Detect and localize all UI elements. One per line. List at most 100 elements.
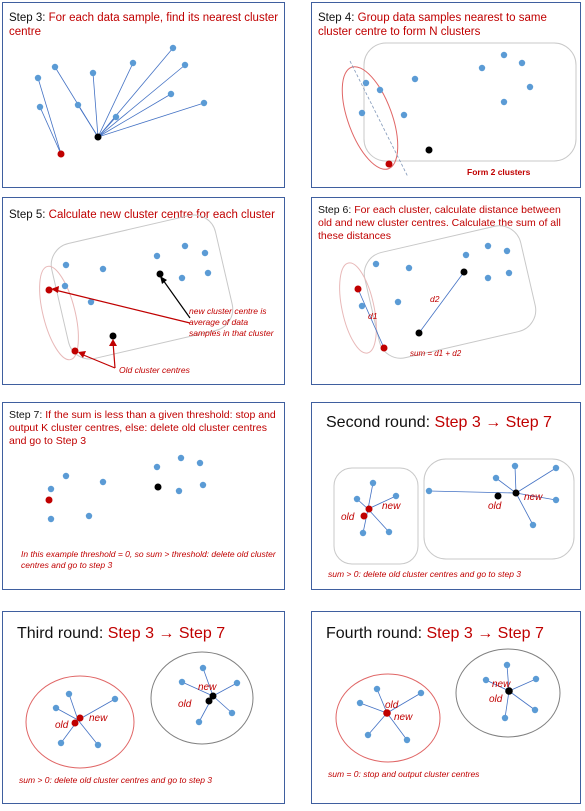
panel-title: Third round: Step 3 → Step 7 (17, 624, 277, 644)
cluster-centre-red (57, 150, 65, 158)
data-samples (47, 454, 207, 523)
cluster-boundary-grey (50, 214, 234, 360)
cluster-centre-black (505, 687, 513, 695)
sum-label: sum = d1 + d2 (410, 349, 462, 358)
new-centre-red (76, 714, 84, 722)
round-label: Fourth round: (326, 625, 427, 642)
threshold-note: In this example threshold = 0, so sum > … (21, 549, 276, 571)
step-label: Step 3: (9, 12, 49, 24)
old-label: old (489, 694, 503, 705)
step-label: Step 4: (318, 12, 358, 24)
cluster-boundary-right (423, 458, 575, 560)
assignment-lines (356, 465, 557, 534)
data-samples (358, 51, 534, 119)
diagram-second-round: old new old new (333, 458, 575, 565)
diagram-nearest-centre (34, 44, 208, 158)
step-description: If the sum is less than a given threshol… (9, 409, 276, 448)
data-samples (61, 242, 212, 306)
round-note: sum = 0: stop and output cluster centres (328, 769, 480, 779)
diagram-new-centres (39, 214, 234, 369)
new-centre-red (45, 286, 53, 294)
old-centre-red (71, 719, 79, 727)
step-label: Step 7: (9, 409, 46, 421)
round-steps: Step 3 → Step 7 (426, 625, 544, 642)
old-label: old (55, 720, 69, 731)
cluster-centre-red (45, 496, 53, 504)
panel-title: Step 5: Calculate new cluster centre for… (9, 208, 281, 222)
annotation-old-centres: Old cluster centres (119, 365, 190, 375)
cluster-centre-black (425, 146, 433, 154)
panel-title: Step 4: Group data samples nearest to sa… (318, 11, 576, 40)
panel-step-7: Step 7: If the sum is less than a given … (2, 402, 285, 590)
cluster-boundary-red (335, 673, 441, 763)
old-label: old (488, 501, 502, 512)
panel-title: Second round: Step 3 → Step 7 (326, 413, 576, 433)
new-centre-black (460, 268, 468, 276)
new-centre-red (354, 285, 362, 293)
cluster-centre-red (383, 709, 391, 717)
panel-fourth-round: Fourth round: Step 3 → Step 7 old new ne… (311, 611, 581, 804)
panel-step-4: Step 4: Group data samples nearest to sa… (311, 2, 581, 188)
old-centre-black (109, 332, 117, 340)
annotation-new-centre: new cluster centre is average of data sa… (189, 306, 274, 339)
new-label: new (492, 679, 511, 690)
round-steps: Step 3 → Step 7 (434, 414, 552, 431)
new-centre-red (365, 505, 373, 513)
cluster-boundary-red (341, 66, 399, 170)
round-note: sum > 0: delete old cluster centres and … (328, 569, 522, 579)
step-description: Group data samples nearest to same clust… (318, 12, 547, 39)
old-centre-black (205, 697, 213, 705)
data-samples (358, 242, 513, 310)
round-label: Second round: (326, 414, 435, 431)
new-label: new (89, 713, 108, 724)
new-centre-black (512, 489, 520, 497)
step-label: Step 5: (9, 209, 49, 221)
new-label: new (198, 682, 217, 693)
new-centre-black (209, 692, 217, 700)
cluster-boundary-left (333, 467, 419, 565)
diagram-distances: d1 d2 sum = d1 + d2 (339, 225, 537, 359)
new-label: new (394, 712, 413, 723)
panel-title: Fourth round: Step 3 → Step 7 (326, 624, 576, 644)
data-samples (356, 661, 540, 744)
distance-lines (357, 271, 465, 349)
cluster-boundary-grey (363, 42, 577, 162)
round-label: Third round: (17, 625, 108, 642)
cluster-boundary-black (150, 651, 254, 745)
panel-title: Step 7: If the sum is less than a given … (9, 409, 281, 448)
distance-label-d1: d1 (368, 311, 378, 321)
old-centre-black (415, 329, 423, 337)
cluster-boundary-red (339, 262, 377, 354)
assignment-lines (55, 667, 238, 746)
cluster-boundary-black (455, 648, 561, 738)
panel-step-3: Step 3: For each data sample, find its n… (2, 2, 285, 188)
old-label: old (385, 700, 399, 711)
old-centre-red (380, 344, 388, 352)
cluster-centre-black (94, 133, 102, 141)
annotation-arrows (51, 276, 191, 369)
data-samples (52, 664, 241, 749)
new-label: new (524, 492, 543, 503)
diagram-fourth-round: old new new old (335, 648, 561, 763)
cluster-boundary-red (39, 265, 79, 361)
new-label: new (382, 501, 401, 512)
cluster-centre-red (385, 160, 393, 168)
old-centre-black (494, 492, 502, 500)
dividing-line (349, 60, 409, 178)
data-samples (34, 44, 208, 121)
panel-third-round: Third round: Step 3 → Step 7 old new old… (2, 611, 285, 804)
annotation-form-clusters: Form 2 clusters (467, 167, 531, 177)
cluster-boundary-grey (363, 225, 537, 359)
old-centre-red (71, 347, 79, 355)
panel-title: Step 3: For each data sample, find its n… (9, 11, 281, 40)
panel-step-6: Step 6: For each cluster, calculate dist… (311, 197, 581, 385)
diagram-group-clusters: Form 2 clusters (341, 42, 577, 178)
data-samples (353, 462, 560, 537)
cluster-boundary-red (25, 675, 135, 769)
round-steps: Step 3 → Step 7 (107, 625, 226, 642)
assignment-lines (37, 47, 205, 155)
step-description: Calculate new cluster centre for each cl… (48, 209, 275, 221)
new-centre-black (156, 270, 164, 278)
assignment-lines (359, 664, 537, 741)
cluster-centre-black (154, 483, 162, 491)
